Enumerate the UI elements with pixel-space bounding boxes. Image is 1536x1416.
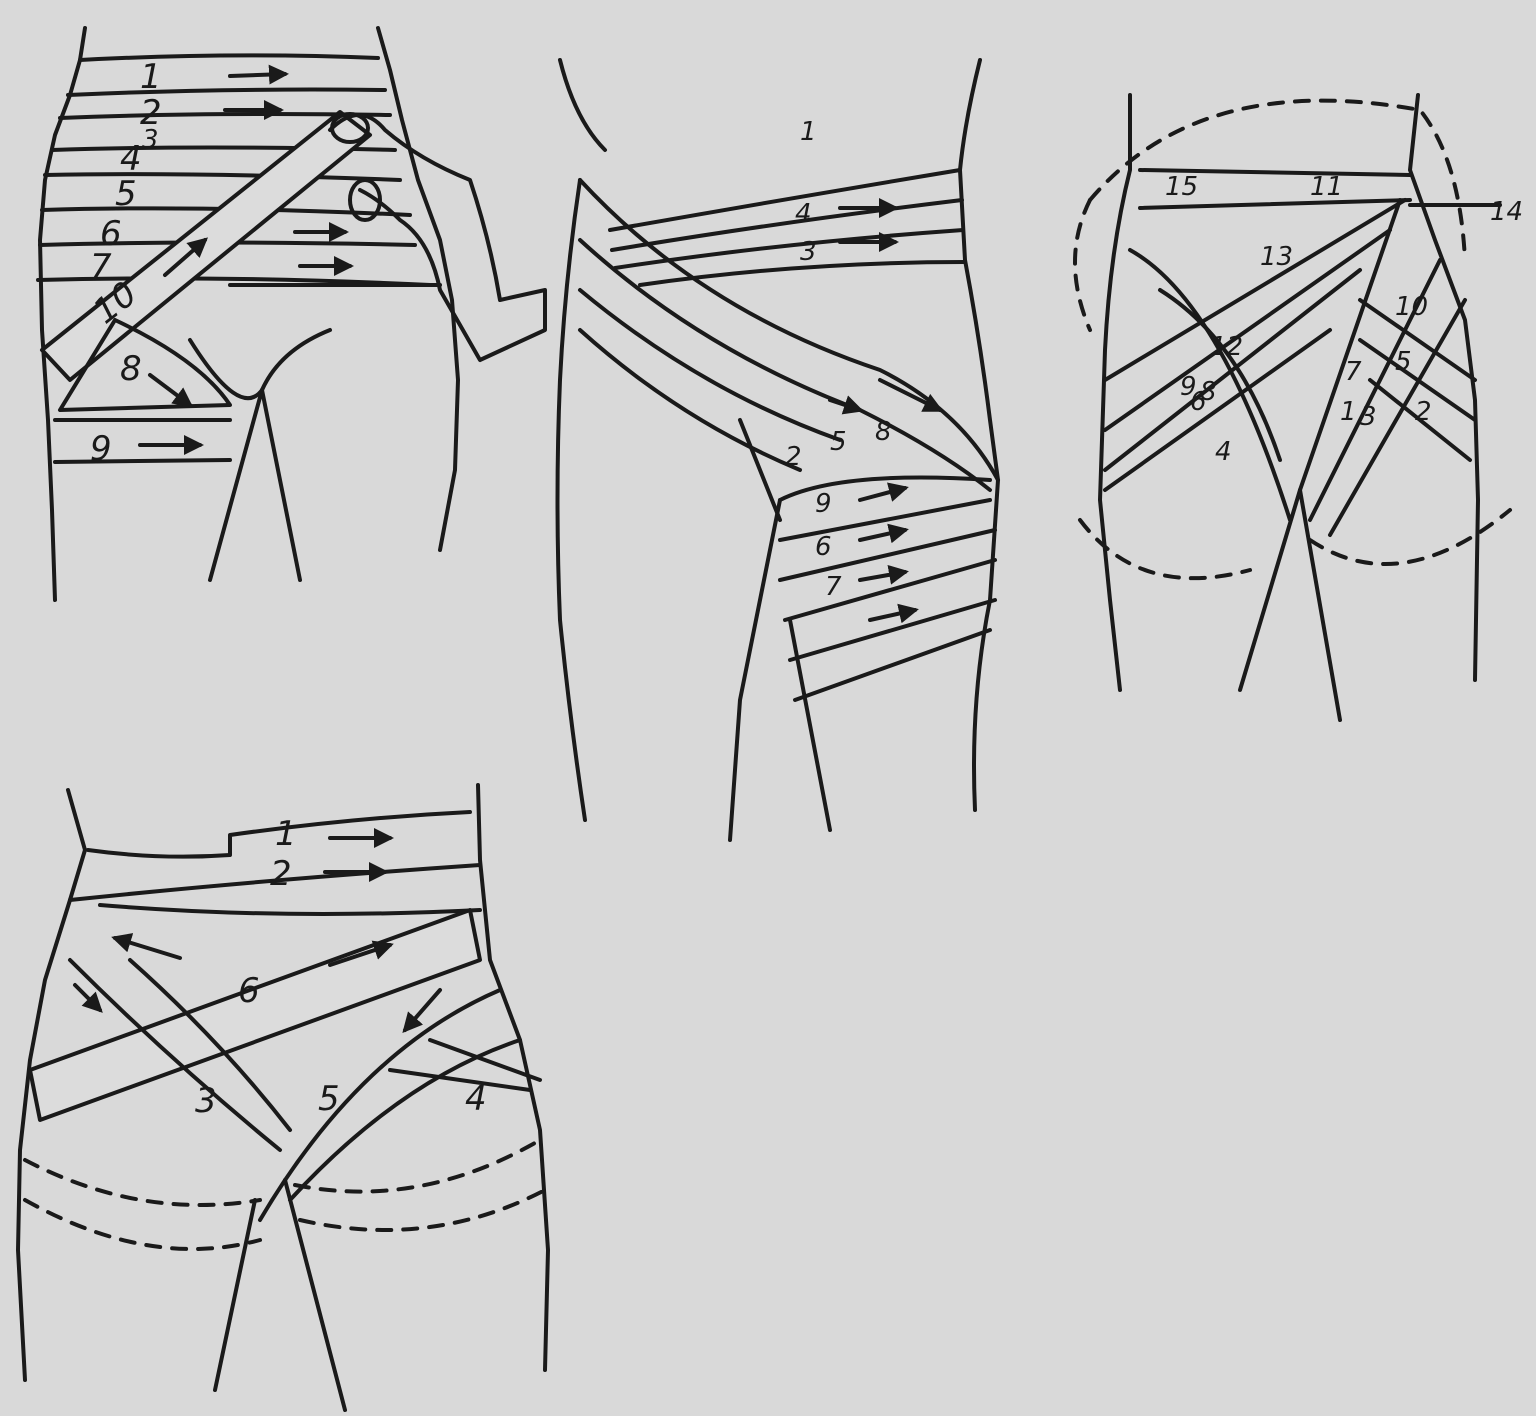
label-8: 8	[875, 417, 892, 447]
body-outline-left	[1100, 95, 1130, 690]
body-outline-right	[378, 28, 458, 550]
figure-back-spica: 1 2 3 4 5 6 7 8 9 10 11 12 13 14 15	[1075, 95, 1523, 720]
label-1: 1	[275, 814, 297, 854]
groin-line	[190, 330, 330, 398]
label-9: 9	[90, 429, 112, 469]
label-9: 9	[815, 489, 832, 519]
label-7: 7	[90, 247, 112, 287]
label-1: 1	[1340, 397, 1357, 427]
label-5: 5	[1395, 347, 1412, 377]
gluteal-fold-upper	[25, 1140, 540, 1205]
label-10: 10	[1395, 292, 1428, 322]
rotation-arrow-top	[1090, 101, 1465, 260]
label-5: 5	[318, 1079, 340, 1119]
label-14: 14	[1490, 197, 1523, 227]
label-4: 4	[120, 139, 142, 179]
label-2: 2	[785, 442, 802, 472]
label-4: 4	[1215, 437, 1232, 467]
label-8: 8	[120, 349, 142, 389]
label-3: 3	[195, 1081, 217, 1121]
body-outline-left	[40, 28, 85, 600]
figure-front-spica: 1 2 3 4 5 6 7 8 9 10	[38, 28, 545, 600]
label-3: 3	[142, 125, 159, 155]
label-1: 1	[800, 117, 817, 147]
body-outline-right	[1410, 95, 1478, 680]
label-3: 3	[1360, 402, 1377, 432]
label-11: 11	[1310, 172, 1343, 202]
label-4: 4	[465, 1079, 487, 1119]
label-8: 8	[1200, 377, 1217, 407]
label-6: 6	[238, 971, 260, 1011]
gluteal-fold-lower	[25, 1190, 545, 1249]
label-5: 5	[115, 174, 137, 214]
gluteal-cleft	[1240, 490, 1340, 720]
figure-bottom-spica: 1 2 3 4 5 6	[18, 785, 548, 1410]
label-5: 5	[830, 427, 847, 457]
body-outline-back	[558, 60, 606, 820]
label-6: 6	[815, 532, 832, 562]
label-12: 12	[1210, 332, 1243, 362]
label-9: 9	[1180, 372, 1197, 402]
thigh-lines	[215, 1180, 345, 1410]
figure-side-spica: 1 2 3 4 5 6 7 8 9	[558, 60, 999, 840]
label-2: 2	[270, 854, 292, 894]
label-4: 4	[795, 199, 812, 229]
label-13: 13	[1260, 242, 1293, 272]
label-2: 2	[1415, 397, 1432, 427]
label-7: 7	[825, 572, 842, 602]
band-10	[42, 112, 370, 380]
label-1: 1	[140, 57, 162, 97]
label-15: 15	[1165, 172, 1198, 202]
label-3: 3	[800, 237, 817, 267]
label-7: 7	[1345, 357, 1362, 387]
